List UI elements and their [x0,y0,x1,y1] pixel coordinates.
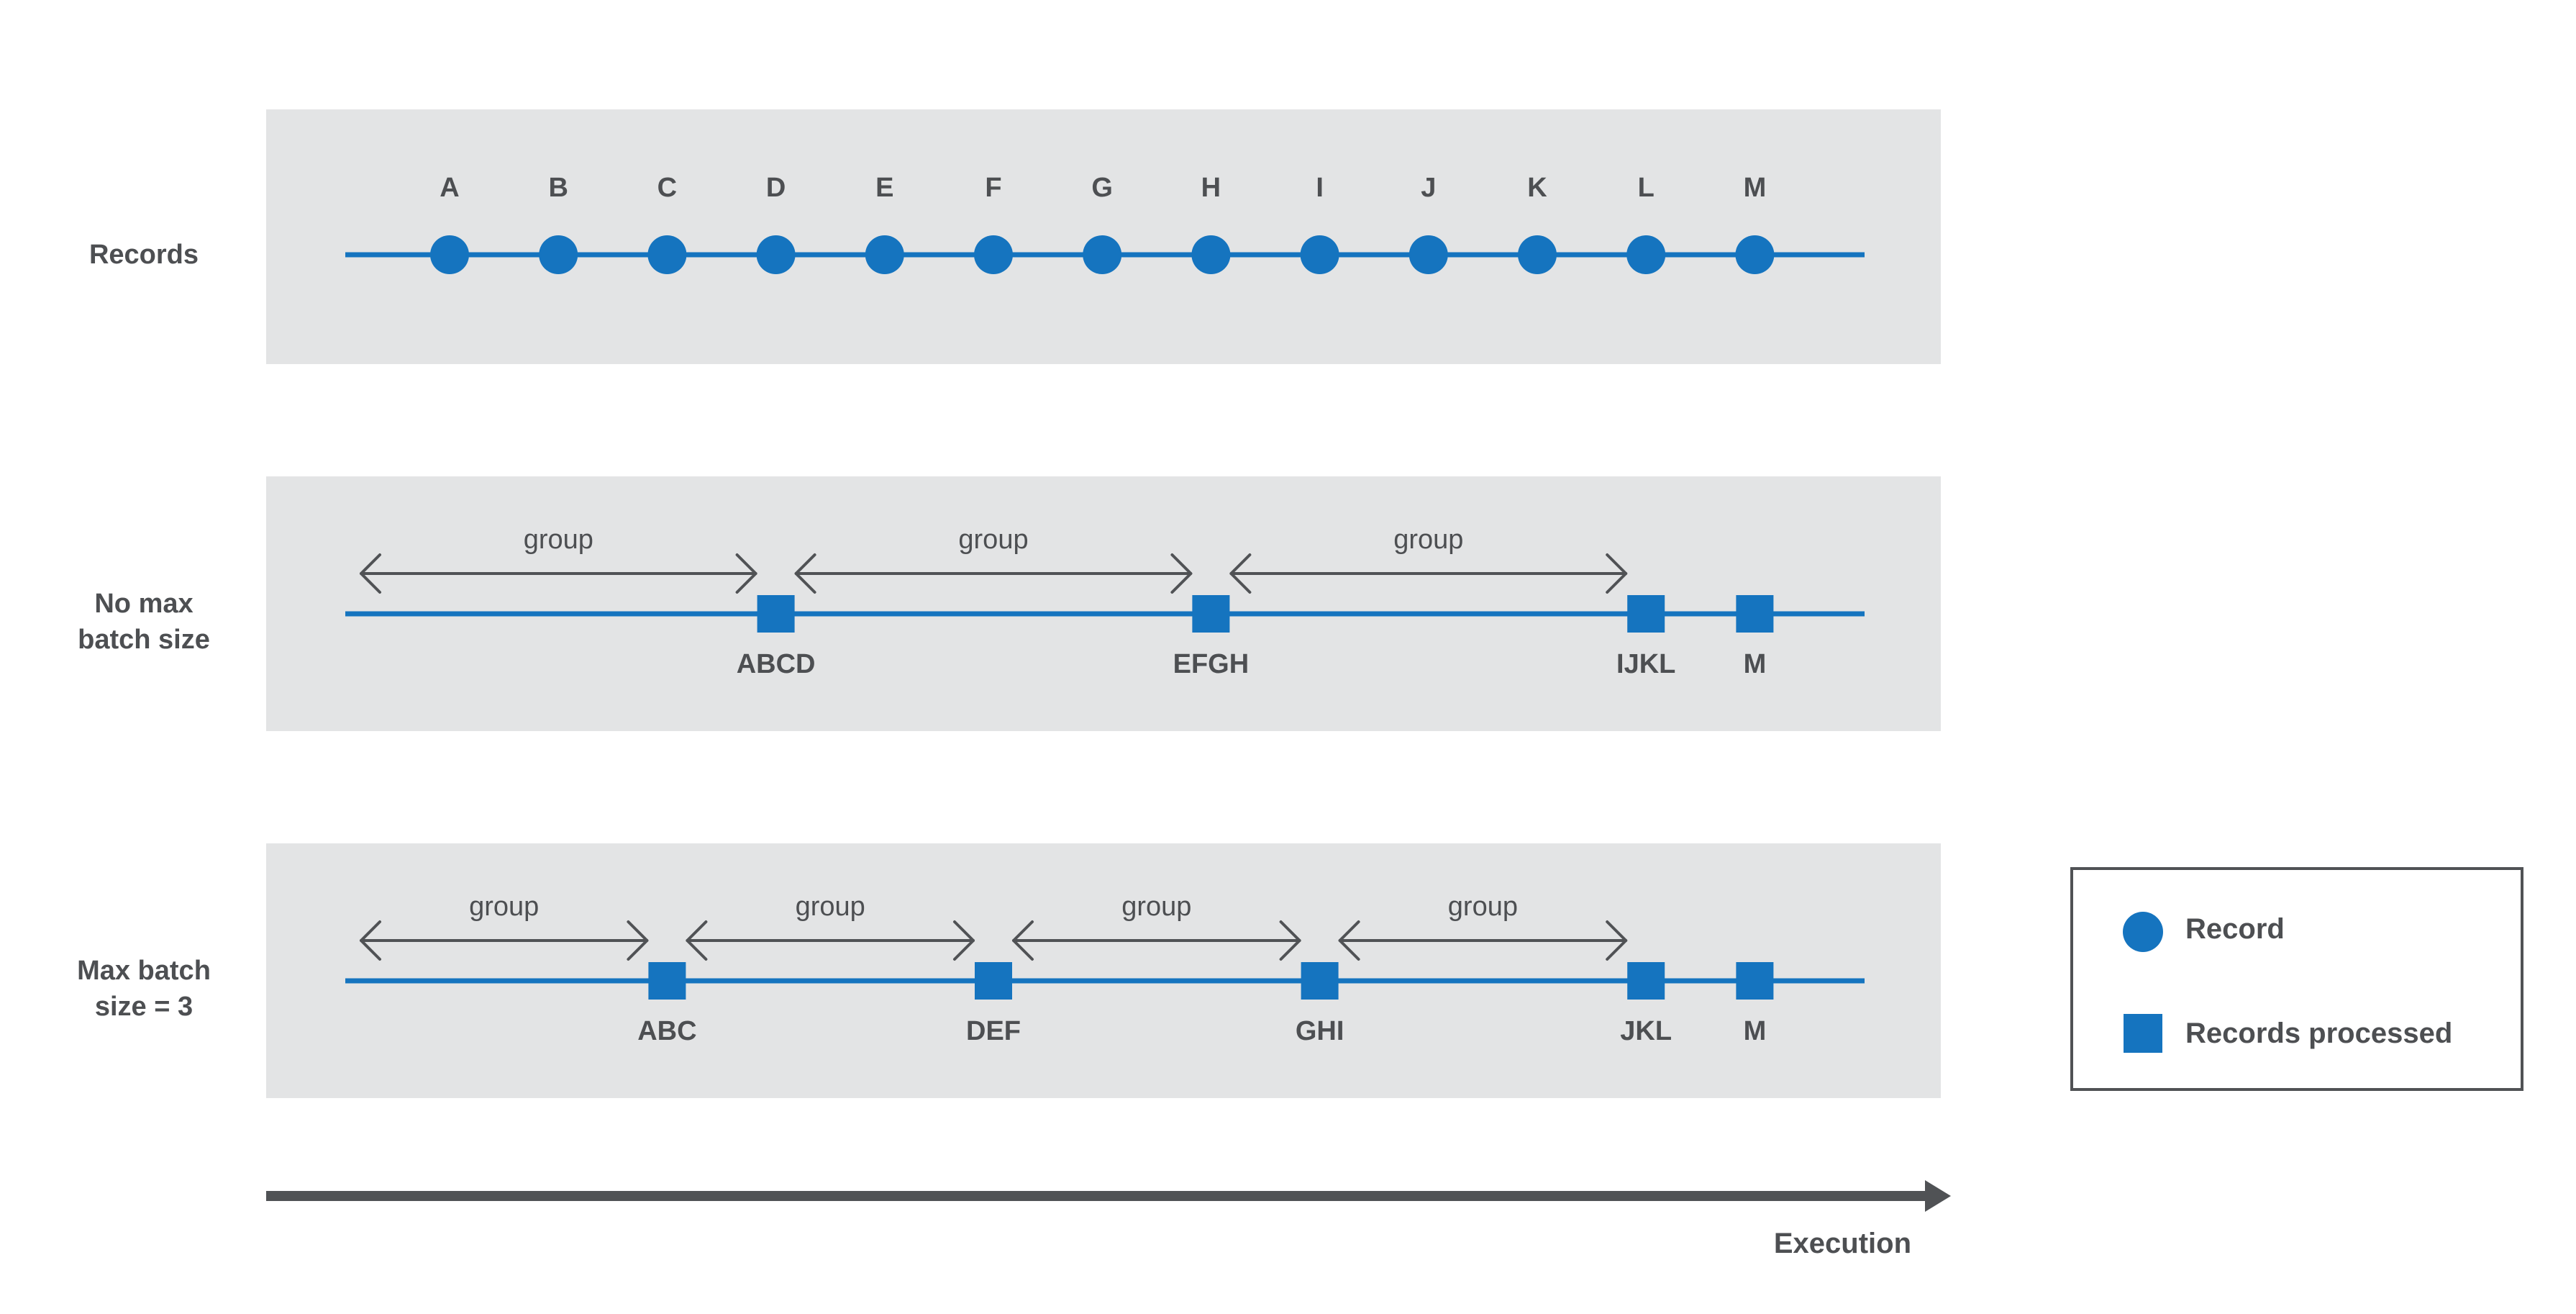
marker-label: D [766,173,786,203]
group-arrow [360,553,757,594]
group-arrow [1229,553,1628,594]
records-processed-marker [648,962,686,1000]
record-marker [1518,235,1557,274]
marker-label: B [548,173,568,203]
marker-label: I [1316,173,1324,203]
arrow-head-left [1229,553,1252,594]
record-marker [647,235,687,274]
marker-label: ABC [637,1016,696,1046]
arrow-head-right [1170,553,1193,594]
group-label: group [469,892,539,922]
group-arrow [1338,920,1628,961]
marker-label: EFGH [1173,649,1250,679]
legend-records-processed-label: Records processed [2185,1018,2452,1049]
records-processed-marker [1736,962,1774,1000]
row-panel [266,476,1941,731]
marker-label: F [985,173,1001,203]
arrow-head-left [794,553,816,594]
arrow-head-left [1012,920,1034,961]
row-label: Max batch [77,956,211,986]
marker-label: C [657,173,677,203]
marker-label: GHI [1296,1016,1344,1046]
record-marker [1300,235,1339,274]
row-panel [266,843,1941,1098]
marker-label: ABCD [737,649,816,679]
records-processed-marker [1736,595,1774,633]
marker-label: IJKL [1616,649,1675,679]
record-marker [1626,235,1666,274]
marker-label: M [1744,1016,1767,1046]
records-processed-marker [757,595,795,633]
row-records: Records A B C D E F G H I J K L M [89,109,1941,364]
record-marker [430,235,469,274]
marker-label: E [875,173,893,203]
group-label: group [524,525,593,555]
record-marker [1408,235,1448,274]
record-marker [539,235,578,274]
marker-label: G [1091,173,1113,203]
marker-label: L [1638,173,1655,203]
record-marker [974,235,1013,274]
marker-label: J [1421,173,1436,203]
arrow-head-right [627,920,649,961]
arrow-head-left [360,920,381,961]
records-processed-marker [1301,962,1339,1000]
group-label: group [1393,525,1463,555]
arrow-head-right [735,553,757,594]
marker-label: M [1744,649,1767,679]
group-label: group [796,892,865,922]
arrow-head-right [1606,920,1628,961]
row-label: batch size [78,625,210,655]
execution-label: Execution [1774,1228,1911,1259]
marker-label: M [1744,173,1767,203]
row-max-batch-size-3: Max batch size = 3 group group group groupABC… [77,843,1941,1098]
legend: Record Records processed [2070,867,2523,1091]
marker-label: A [440,173,459,203]
records-processed-marker [1627,962,1665,1000]
marker-label: JKL [1620,1016,1672,1046]
execution-axis: Execution [266,1180,1951,1259]
group-label: group [1448,892,1518,922]
record-marker [1735,235,1775,274]
arrow-head-right [1279,920,1301,961]
record-marker [1083,235,1122,274]
legend-record-icon [2123,912,2163,952]
marker-label: H [1201,173,1221,203]
row-label: No max [94,589,193,619]
marker-label: K [1527,173,1547,203]
arrow-head-left [1338,920,1360,961]
arrow-head-left [360,553,381,594]
marker-label: DEF [966,1016,1021,1046]
record-marker [1191,235,1231,274]
group-arrow [360,920,649,961]
group-arrow [686,920,975,961]
group-arrow [794,553,1193,594]
records-processed-marker [975,962,1012,1000]
records-processed-marker [1627,595,1665,633]
execution-arrow-head [1925,1180,1951,1212]
legend-records-processed-icon [2124,1014,2162,1053]
legend-box [2070,867,2523,1091]
arrow-head-right [1606,553,1628,594]
group-label: group [958,525,1028,555]
record-marker [865,235,904,274]
row-label: Records [89,240,199,270]
record-marker [756,235,796,274]
group-label: group [1121,892,1191,922]
arrow-head-right [953,920,975,961]
records-processed-marker [1192,595,1230,633]
arrow-head-left [686,920,708,961]
legend-record-label: Record [2185,913,2285,945]
row-label: size = 3 [95,992,193,1022]
group-arrow [1012,920,1301,961]
